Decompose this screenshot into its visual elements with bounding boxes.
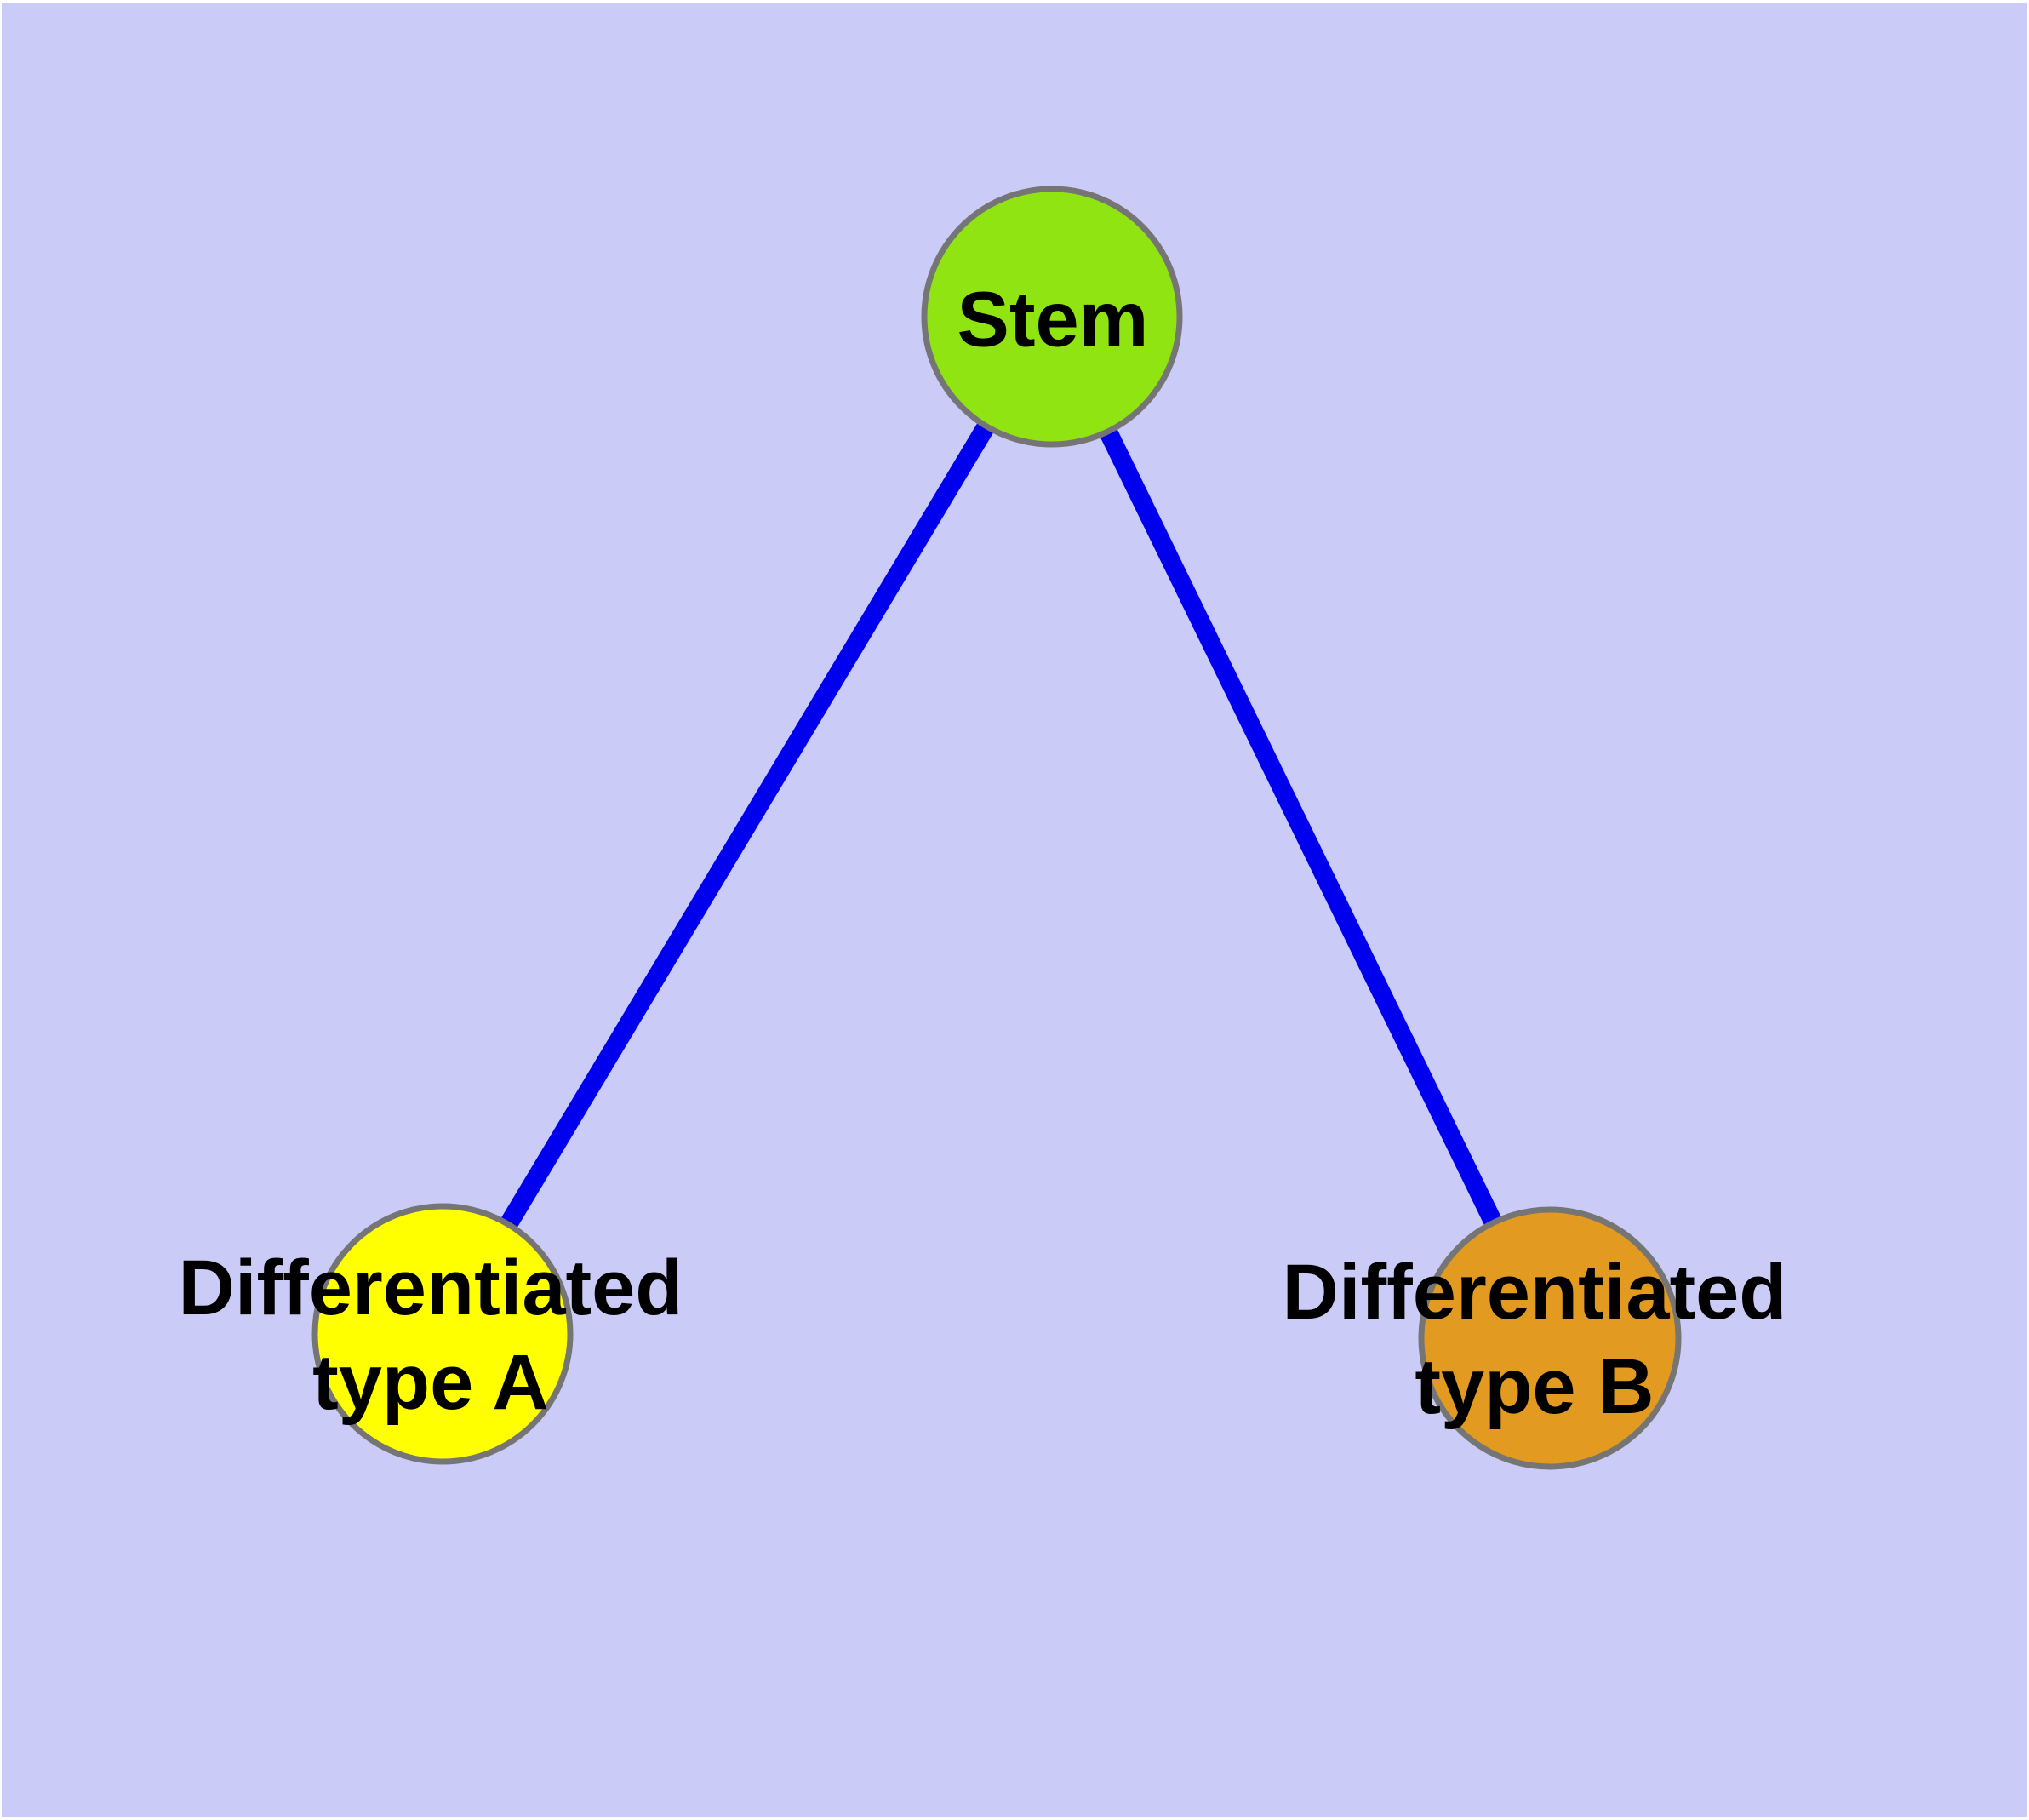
node-differentiated-type-b-label-line2: type B [1415,1343,1655,1430]
node-differentiated-type-b-circle [1418,1206,1682,1470]
node-differentiated-type-a-label: Differentiated type A [179,1241,683,1430]
node-stem-label-line: Stem [957,276,1149,363]
node-stem-circle [921,186,1183,448]
node-differentiated-type-a-label-line1: Differentiated [178,1245,683,1331]
edge-stem-to-type-a [434,312,1060,1339]
node-differentiated-type-b-label: Differentiated type B [1283,1245,1787,1434]
diagram-canvas: Stem Differentiated type A Differentiate… [2,3,2027,1817]
node-differentiated-type-a-label-line2: type A [312,1339,549,1426]
edge-stem-to-type-b [1043,312,1558,1342]
node-differentiated-type-a-circle [311,1203,574,1465]
node-differentiated-type-b-label-line1: Differentiated [1282,1249,1787,1336]
node-stem-label: Stem [957,273,1149,368]
graph-svg [311,186,1682,1470]
